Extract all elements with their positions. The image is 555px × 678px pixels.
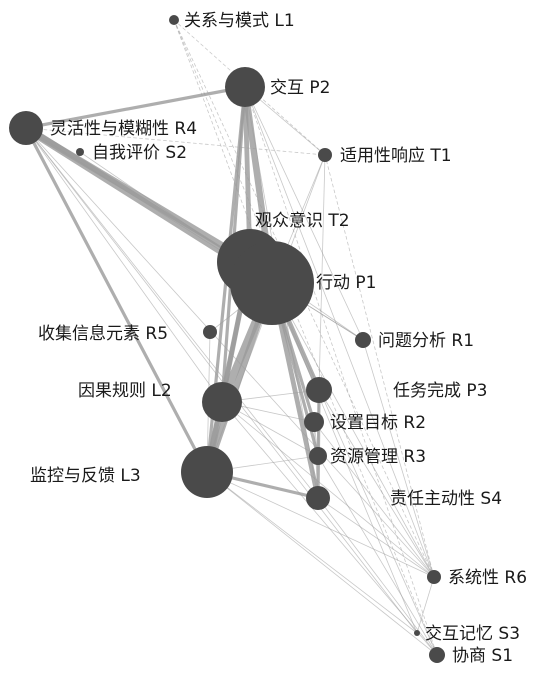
edge-R4-T1 (25, 127, 326, 156)
label-layer: 关系与模式 L1 交互 P2 灵活性与模糊性 R4 自我评价 S2 适用性响应 … (30, 11, 527, 666)
edge-L3-S3 (206, 471, 418, 634)
label-S1: 协商 S1 (452, 646, 513, 666)
node-R3 (309, 447, 327, 465)
label-S4: 责任主动性 S4 (390, 489, 502, 509)
label-R1: 问题分析 R1 (378, 331, 474, 351)
edge-P2-R1 (244, 86, 364, 341)
edge-R4-L3 (24, 126, 209, 474)
node-T1 (318, 148, 332, 162)
edge-P3-R6 (318, 389, 435, 578)
edge-P2-R6 (244, 86, 435, 578)
label-S2: 自我评价 S2 (92, 143, 187, 163)
edge-R1-R6 (362, 339, 435, 578)
edge-R4-P2 (24, 85, 247, 130)
edge-R4-T2 (22, 124, 254, 266)
edge-R4-R1 (25, 127, 364, 341)
edge-T1-P3 (318, 154, 326, 391)
edge-S4-S1 (317, 497, 438, 656)
node-S1 (429, 647, 445, 663)
edge-P1-S3 (271, 282, 418, 634)
label-P1: 行动 P1 (316, 273, 376, 293)
label-L2: 因果规则 L2 (78, 381, 172, 401)
label-P2: 交互 P2 (270, 78, 330, 98)
node-L2 (202, 382, 242, 422)
node-L3 (181, 446, 233, 498)
node-P2 (225, 67, 265, 107)
edge-L2-R6 (221, 401, 435, 578)
edge-R2-R6 (313, 421, 435, 578)
node-P3 (306, 377, 332, 403)
node-R2 (304, 412, 324, 432)
label-T1: 适用性响应 T1 (340, 146, 452, 166)
node-S3 (414, 630, 420, 636)
node-R1 (355, 332, 371, 348)
edge-P2-S1 (244, 86, 438, 656)
node-R6 (427, 570, 441, 584)
label-S3: 交互记忆 S3 (425, 624, 520, 644)
label-L1: 关系与模式 L1 (184, 11, 295, 31)
edge-L3-R6 (206, 471, 435, 578)
edge-R4-S4 (25, 127, 319, 499)
edge-R4-L2 (25, 127, 223, 403)
edge-R4-S3 (25, 127, 418, 634)
label-R3: 资源管理 R3 (330, 447, 426, 467)
label-R5: 收集信息元素 R5 (38, 324, 168, 344)
node-S4 (306, 486, 330, 510)
node-L1 (169, 15, 179, 25)
node-R4 (9, 111, 43, 145)
edge-S4-R6 (317, 497, 435, 578)
label-L3: 监控与反馈 L3 (30, 466, 141, 486)
label-T2: 观众意识 T2 (255, 211, 350, 231)
node-R5 (203, 325, 217, 339)
edge-L2-S1 (221, 401, 438, 656)
edge-R6-S3 (416, 576, 435, 634)
edge-P1-S1 (271, 282, 438, 656)
edge-R3-S1 (317, 455, 438, 656)
node-S2 (76, 148, 84, 156)
label-P3: 任务完成 P3 (393, 381, 487, 401)
node-layer (9, 15, 445, 663)
edge-T1-R6 (324, 154, 435, 578)
edge-L1-T1 (173, 19, 326, 156)
edge-R4-R6 (25, 127, 435, 578)
edge-P1-R6 (271, 282, 435, 578)
label-R6: 系统性 R6 (448, 568, 527, 588)
edge-L3-S1 (206, 471, 438, 656)
label-R4: 灵活性与模糊性 R4 (50, 119, 197, 139)
node-P1 (230, 241, 314, 325)
label-R2: 设置目标 R2 (330, 413, 426, 433)
